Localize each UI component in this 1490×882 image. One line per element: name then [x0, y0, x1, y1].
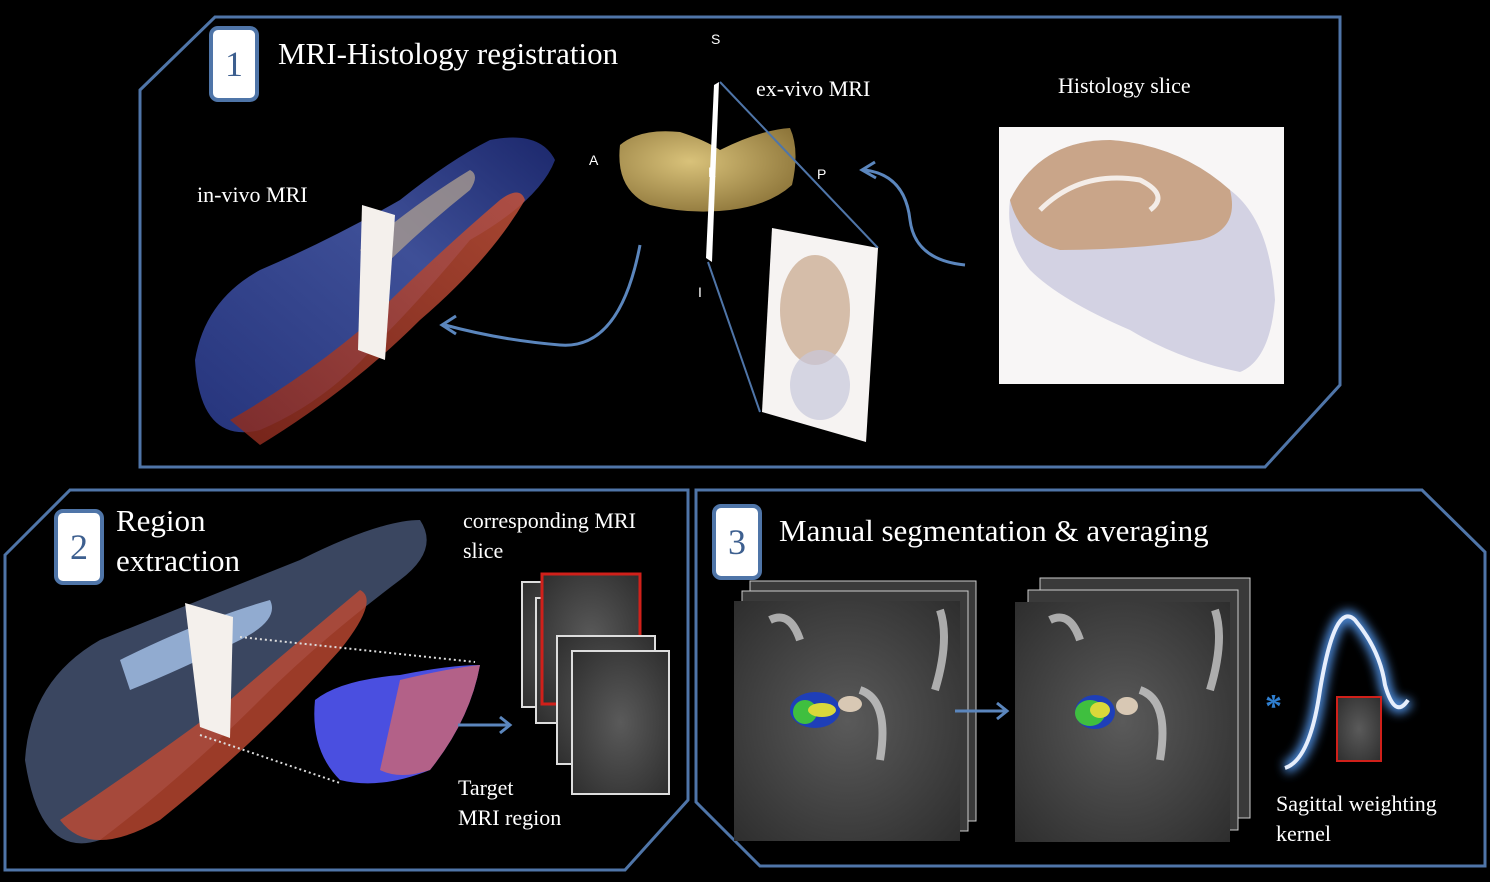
convolution-symbol: *	[1265, 688, 1282, 725]
ex-vivo-mri-label: ex-vivo MRI	[756, 76, 871, 101]
panel-2-title-line1: Region	[116, 503, 206, 538]
step-badge-1: 1	[209, 26, 259, 102]
segmentation-stack-1	[734, 580, 977, 841]
arrow-exvivo-to-invivo	[444, 244, 642, 347]
segmentation-stack-2	[1015, 577, 1251, 842]
axis-superior: S	[711, 31, 721, 47]
axis-inferior: I	[698, 284, 702, 300]
panel-1-title: MRI-Histology registration	[278, 36, 619, 71]
corresponding-slice-label-line1: corresponding MRI	[463, 508, 636, 533]
kernel-label-line2: kernel	[1276, 821, 1331, 846]
arrow-histology-to-exvivo	[864, 168, 966, 267]
weighting-kernel-curve	[1282, 610, 1414, 774]
panel-2-frame	[3, 488, 690, 872]
axis-anterior: A	[589, 152, 599, 168]
axis-posterior: P	[817, 166, 827, 182]
in-vivo-mri-label: in-vivo MRI	[197, 182, 308, 207]
corresponding-slice-label-line2: slice	[463, 538, 504, 563]
panel-3-frame	[694, 488, 1487, 868]
step-badge-2: 2	[54, 509, 104, 585]
panel-3-title: Manual segmentation & averaging	[779, 513, 1209, 548]
axis-left: L	[708, 164, 716, 180]
ex-vivo-mri-volume	[619, 128, 796, 212]
histology-slice-label: Histology slice	[1058, 73, 1191, 98]
in-vivo-mri-mesh	[195, 137, 555, 445]
panel-2-title-line2: extraction	[116, 543, 240, 578]
step-badge-3: 3	[712, 504, 762, 580]
kernel-label-line1: Sagittal weighting	[1276, 791, 1437, 816]
target-region-label-line1: Target	[458, 775, 514, 800]
region-extraction-mesh	[25, 520, 427, 844]
target-region-label-line2: MRI region	[458, 805, 562, 830]
slicing-plane	[706, 82, 719, 262]
panel-1-frame	[138, 15, 1342, 469]
mri-slice-stack	[521, 572, 670, 795]
